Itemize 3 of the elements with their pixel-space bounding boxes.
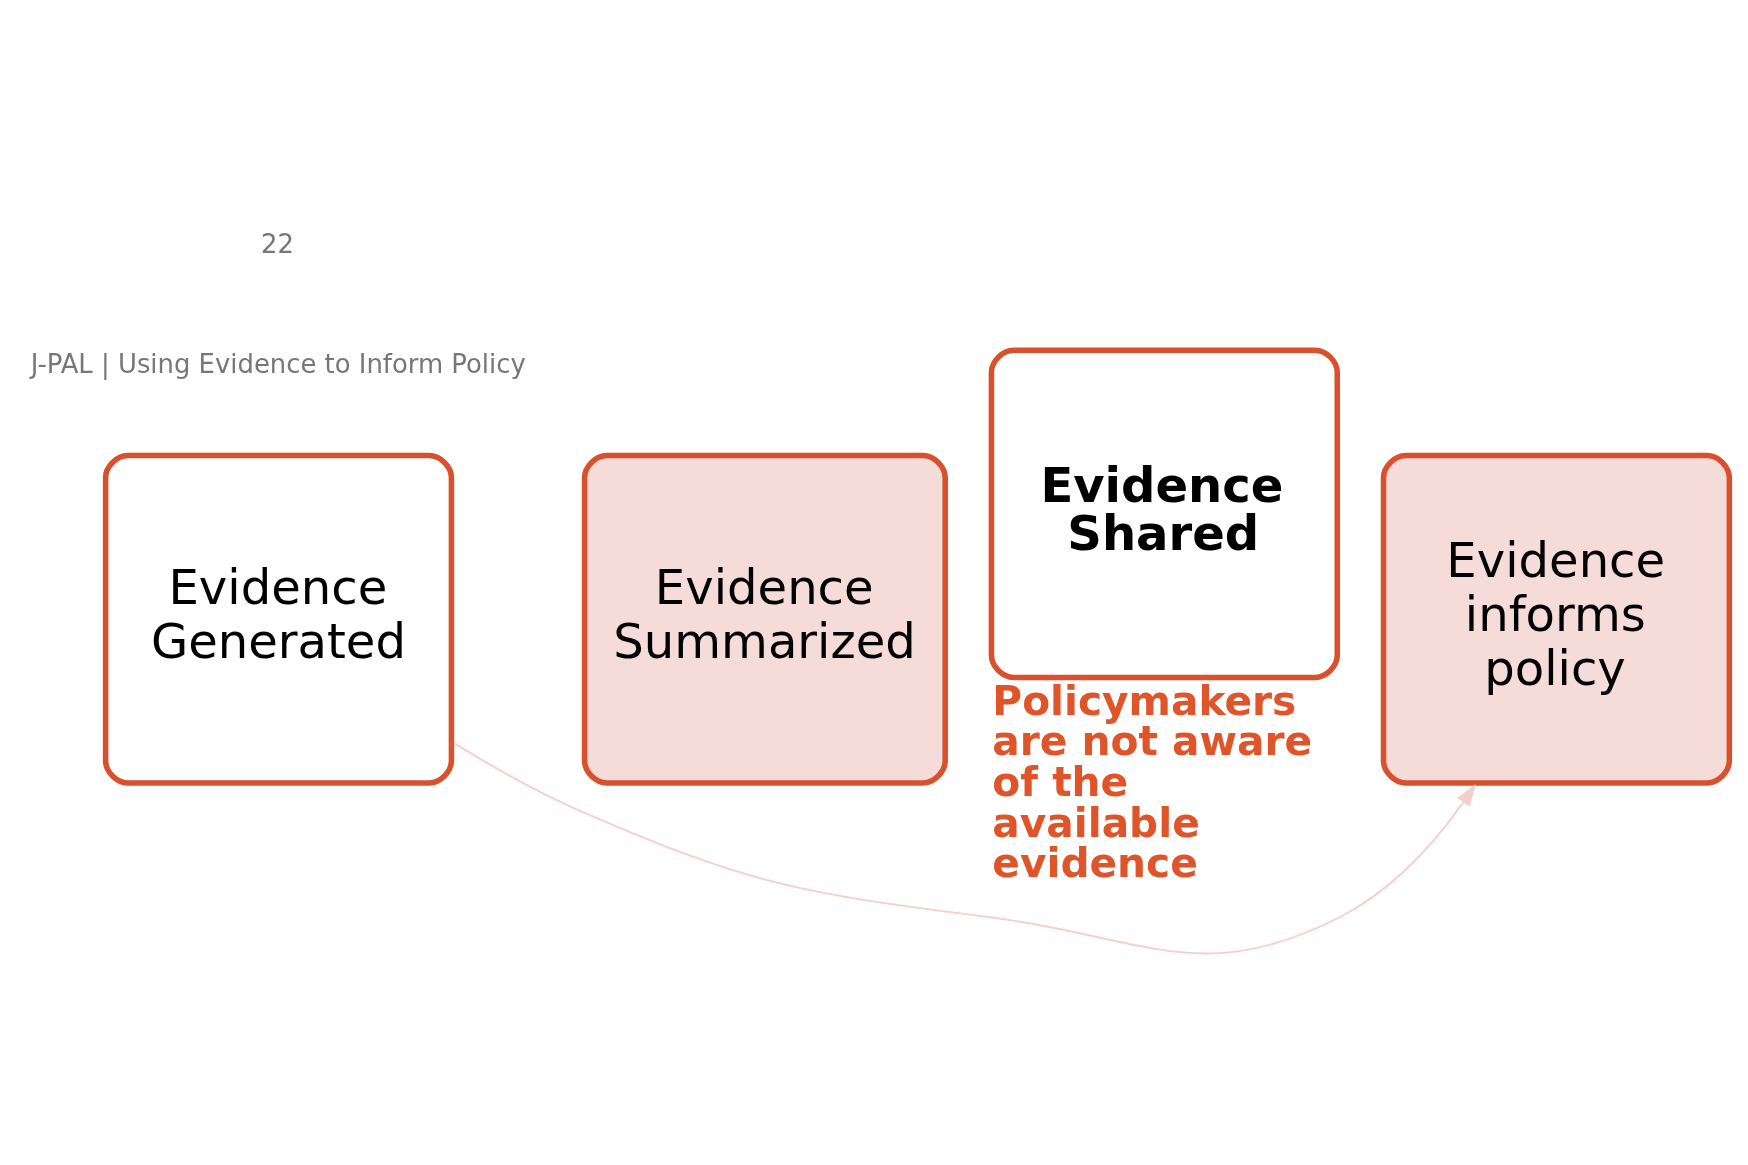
label: 22 [260,228,294,259]
arrow [453,741,1476,954]
label: J-PAL | Using Evidence to Inform Policy [30,348,526,379]
